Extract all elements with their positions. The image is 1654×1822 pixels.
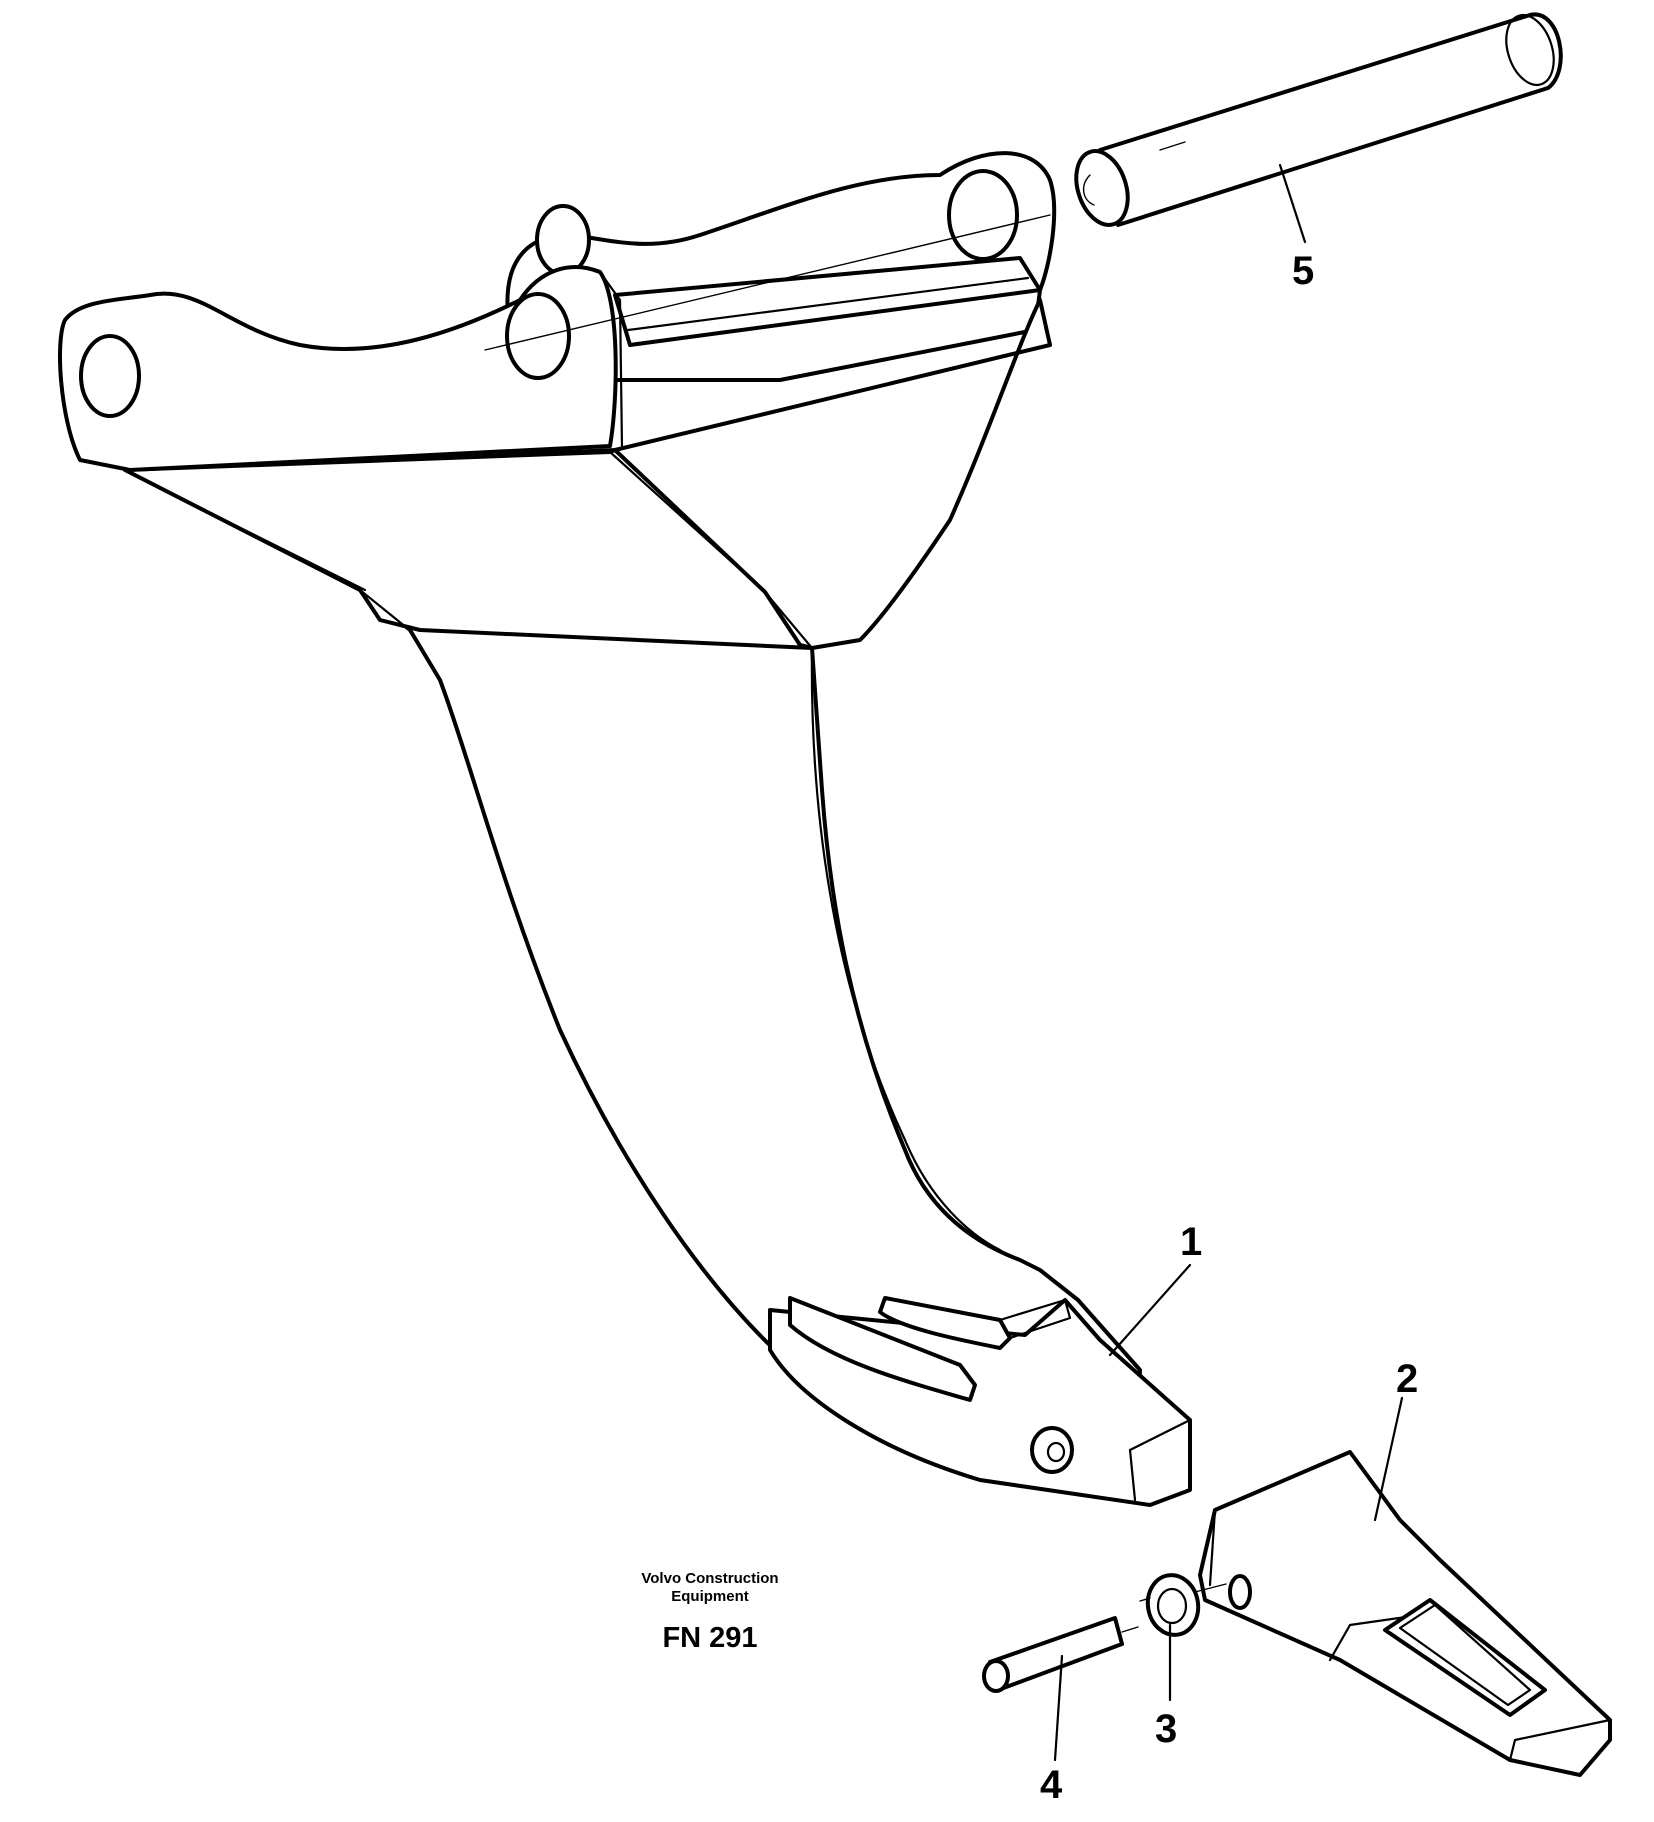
figure-code: FN 291 (662, 1622, 758, 1654)
retainer-washer (1139, 1573, 1227, 1637)
leader-5 (1278, 163, 1307, 244)
manufacturer-caption: Volvo Construction Equipment (600, 1570, 820, 1606)
callout-5: 5 (1292, 249, 1314, 293)
leader-4 (1053, 1654, 1064, 1762)
ripper-tooth (1198, 1450, 1612, 1777)
callout-2: 2 (1396, 1357, 1418, 1401)
leader-1 (1108, 1263, 1192, 1357)
ripper-shank (58, 151, 1192, 1507)
manufacturer-line-2: Equipment (671, 1588, 749, 1605)
callout-3: 3 (1155, 1707, 1177, 1751)
leader-2 (1373, 1396, 1404, 1522)
manufacturer-line-1: Volvo Construction (641, 1570, 779, 1587)
callout-4: 4 (1040, 1763, 1063, 1807)
callout-1: 1 (1180, 1220, 1202, 1264)
tooth-pin (982, 1616, 1139, 1693)
mounting-pin (1074, 12, 1563, 227)
callout-leaders (1053, 163, 1404, 1762)
